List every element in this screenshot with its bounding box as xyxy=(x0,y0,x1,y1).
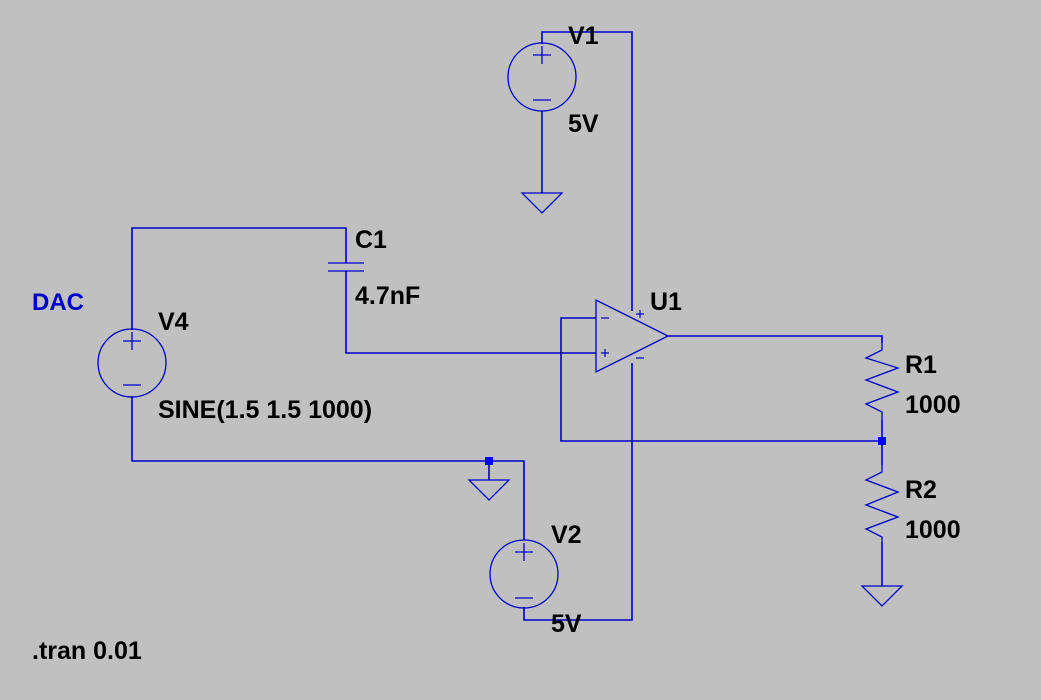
simulation-directive[interactable]: .tran 0.01 xyxy=(32,637,142,665)
v1-value-label[interactable]: 5V xyxy=(568,110,599,138)
voltage-source-v4[interactable] xyxy=(97,328,167,398)
u1-name-label[interactable]: U1 xyxy=(650,288,682,316)
voltage-source-v1-body xyxy=(507,42,577,112)
voltage-source-v2[interactable] xyxy=(489,539,559,609)
wire-v2-bottom-to-opamp-vminus[interactable] xyxy=(523,363,633,621)
resistor-r2-zigzag xyxy=(864,465,900,542)
capacitor-c1[interactable] xyxy=(328,262,364,272)
plus-icon xyxy=(601,349,609,357)
resistor-r1-zigzag xyxy=(864,343,901,420)
plus-icon xyxy=(123,332,141,350)
plus-icon xyxy=(533,46,551,64)
v1-name-label[interactable]: V1 xyxy=(568,22,599,50)
wire-v4-top-to-c1[interactable] xyxy=(131,227,347,330)
plus-icon xyxy=(515,543,533,561)
v2-name-label[interactable]: V2 xyxy=(551,521,582,549)
wire-feedback-to-inverting-input[interactable] xyxy=(560,317,883,442)
opamp-u1-triangle xyxy=(595,298,670,374)
voltage-source-v1[interactable] xyxy=(507,42,577,112)
resistor-r2[interactable] xyxy=(864,465,900,542)
r2-name-label[interactable]: R2 xyxy=(905,476,937,504)
ground-icon xyxy=(520,192,564,214)
wire-v1-top-to-opamp-vplus[interactable] xyxy=(541,31,633,311)
wires xyxy=(131,31,883,621)
v4-name-label[interactable]: V4 xyxy=(158,308,189,336)
wire-opamp-output-to-r1[interactable] xyxy=(668,335,883,343)
opamp-u1[interactable] xyxy=(595,298,670,374)
ground-icon xyxy=(467,479,511,501)
junction-dot-ground-node xyxy=(485,457,493,465)
r1-name-label[interactable]: R1 xyxy=(905,351,937,379)
net-label-dac[interactable]: DAC xyxy=(32,289,84,316)
v2-value-label[interactable]: 5V xyxy=(551,610,582,638)
c1-name-label[interactable]: C1 xyxy=(355,226,387,254)
wire-c1-to-noninverting-input[interactable] xyxy=(345,271,596,354)
wire-v4-bottom-to-ground-node[interactable] xyxy=(131,396,525,540)
voltage-source-v2-body xyxy=(489,539,559,609)
c1-value-label[interactable]: 4.7nF xyxy=(355,282,420,310)
v4-value-label[interactable]: SINE(1.5 1.5 1000) xyxy=(158,396,372,424)
supply-plus-icon xyxy=(636,310,644,318)
resistor-r1[interactable] xyxy=(864,343,901,420)
junction-dot-feedback-node xyxy=(878,437,886,445)
voltage-source-v4-body xyxy=(97,328,167,398)
ground-icon xyxy=(860,585,904,607)
r2-value-label[interactable]: 1000 xyxy=(905,516,961,544)
r1-value-label[interactable]: 1000 xyxy=(905,391,961,419)
